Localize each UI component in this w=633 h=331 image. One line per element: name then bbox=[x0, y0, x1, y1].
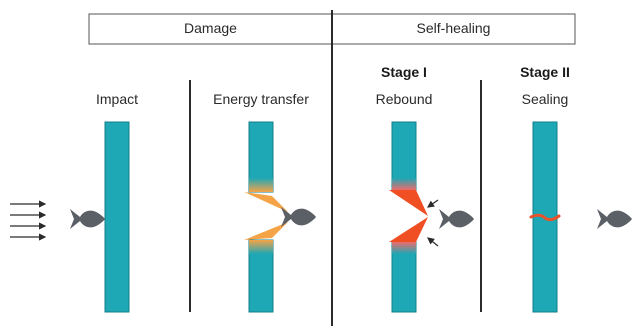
projectile-sealing-icon bbox=[597, 209, 632, 229]
projectile-rebound-icon bbox=[439, 209, 474, 229]
rebound-arrow-top bbox=[427, 199, 439, 208]
projectile-icon bbox=[70, 209, 105, 229]
stage2-title: Stage II bbox=[520, 64, 570, 80]
rebound-wedge-top bbox=[389, 190, 428, 216]
rebound-label: Rebound bbox=[375, 91, 433, 107]
panel-energy-top-fade bbox=[249, 178, 273, 192]
panel-rebound-top-fade bbox=[392, 178, 416, 190]
sealing-label: Sealing bbox=[521, 91, 569, 107]
panel-energy-bottom-fade bbox=[249, 240, 273, 254]
energy-transfer-label: Energy transfer bbox=[213, 91, 309, 107]
energy-wedge-bottom bbox=[244, 222, 288, 240]
projectile-energy-icon bbox=[281, 207, 316, 227]
energy-wedge-top bbox=[244, 192, 288, 212]
incoming-arrows bbox=[10, 200, 47, 241]
stage1-title: Stage I bbox=[381, 64, 427, 80]
header-damage-label: Damage bbox=[184, 20, 237, 36]
header-selfhealing-label: Self-healing bbox=[416, 20, 491, 36]
impact-label: Impact bbox=[95, 91, 138, 107]
rebound-arrow-bottom bbox=[427, 237, 439, 247]
panel-impact bbox=[104, 121, 130, 313]
rebound-wedge-bottom bbox=[389, 217, 428, 242]
panel-rebound-bottom-fade bbox=[392, 242, 416, 254]
seal-mark bbox=[529, 213, 561, 222]
